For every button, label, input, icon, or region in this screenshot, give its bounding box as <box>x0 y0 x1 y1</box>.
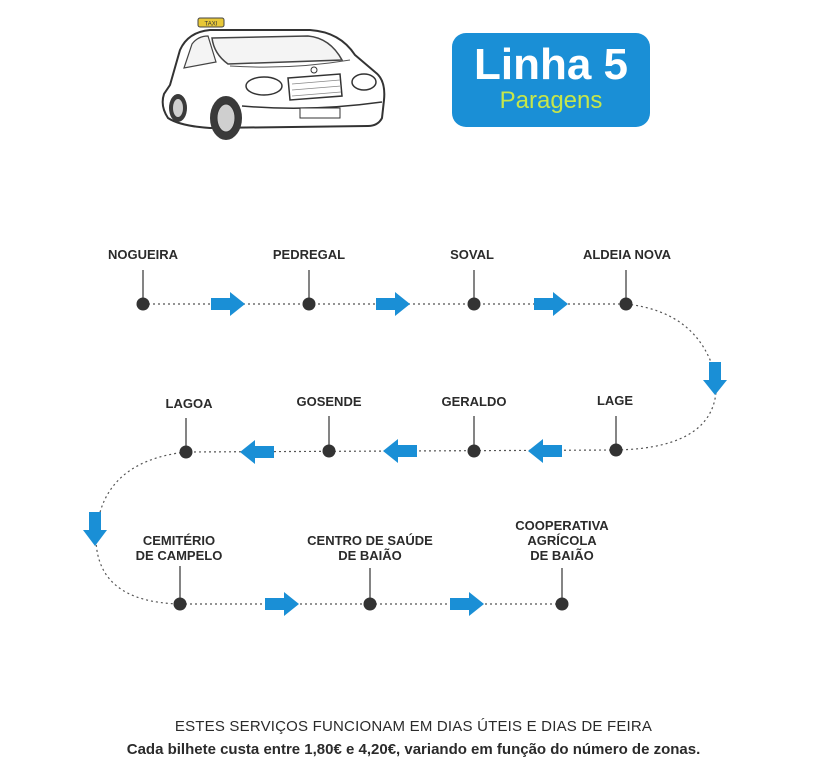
stop-label-nogueira: NOGUEIRA <box>107 247 179 262</box>
stop-label-pedregal: PEDREGAL <box>272 247 346 262</box>
ticket-price-note: Cada bilhete custa entre 1,80€ e 4,20€, … <box>126 741 701 758</box>
stop-dot <box>609 443 623 457</box>
stop-dots <box>136 297 633 611</box>
stop-label-aldeia-nova: ALDEIA NOVA <box>582 247 672 262</box>
arrow-left-icon <box>383 439 417 463</box>
stop-dot <box>555 597 569 611</box>
stop-dot <box>173 597 187 611</box>
line-subtitle: Paragens <box>499 87 603 114</box>
stop-label-lagoa: LAGOA <box>165 396 213 411</box>
stop-dot <box>467 444 481 458</box>
direction-arrows <box>83 292 727 616</box>
line-title: Linha 5 <box>473 40 629 89</box>
arrow-down-icon <box>83 512 107 546</box>
stop-label-gosende: GOSENDE <box>296 394 362 409</box>
arrow-right-icon <box>265 592 299 616</box>
service-days-note: ESTES SERVIÇOS FUNCIONAM EM DIAS ÚTEIS E… <box>174 718 653 735</box>
taxi-sign: TAXI <box>205 22 218 28</box>
arrow-right-icon <box>211 292 245 316</box>
stop-label-cooperativa: COOPERATIVA AGRÍCOLA DE BAIÃO <box>515 518 609 563</box>
stop-dot <box>619 297 633 311</box>
stop-dot <box>179 445 193 459</box>
arrow-right-icon <box>376 292 410 316</box>
stop-dot <box>363 597 377 611</box>
stop-dot <box>467 297 481 311</box>
stop-label-lage: LAGE <box>596 393 634 408</box>
stop-label-geraldo: GERALDO <box>441 394 507 409</box>
stop-label-soval: SOVAL <box>450 247 494 262</box>
arrow-right-icon <box>534 292 568 316</box>
arrow-left-icon <box>240 440 274 464</box>
stop-label-cemiterio: CEMITÉRIO DE CAMPELO <box>135 533 223 563</box>
taxi-car-icon: TAXI <box>161 17 386 140</box>
stop-dot <box>302 297 316 311</box>
arrow-right-icon <box>450 592 484 616</box>
stop-dot <box>322 444 336 458</box>
stop-dot <box>136 297 150 311</box>
line-badge: Linha 5 Paragens <box>452 33 650 127</box>
stop-label-centro-de-saude: CENTRO DE SAÚDE DE BAIÃO <box>307 533 433 563</box>
arrow-down-icon <box>703 362 727 395</box>
arrow-left-icon <box>528 439 562 463</box>
